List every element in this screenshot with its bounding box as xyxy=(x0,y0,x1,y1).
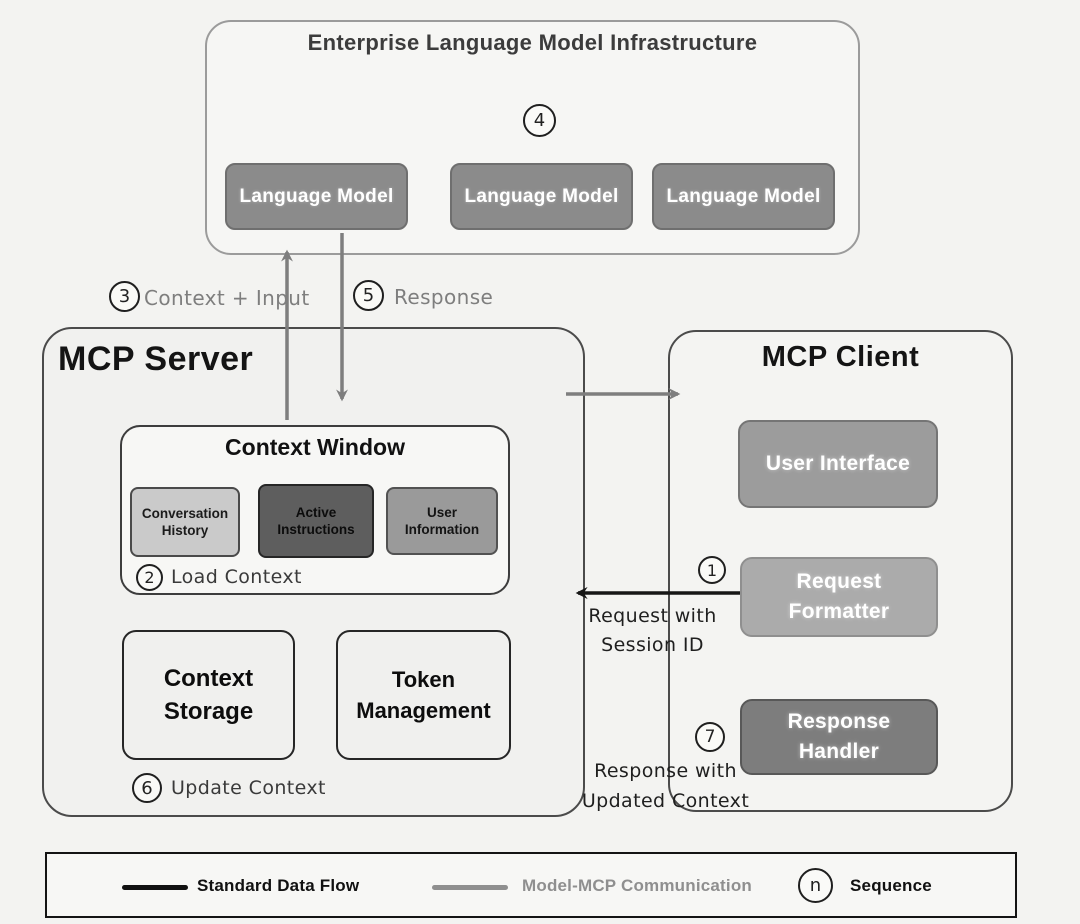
load-context-label: Load Context xyxy=(171,566,302,588)
language-model-box-3: Language Model xyxy=(652,163,835,230)
sequence-badge-3: 3 xyxy=(109,281,140,312)
active-instructions-box: Active Instructions xyxy=(258,484,374,558)
response-updated-label: Response with Updated Context xyxy=(581,760,750,812)
request-formatter-box: Request Formatter xyxy=(740,557,938,637)
legend: Standard Data Flow Model-MCP Communicati… xyxy=(45,852,1017,918)
response-handler-box: Response Handler xyxy=(740,699,938,775)
model-mcp-line-sample xyxy=(432,885,508,890)
sequence-badge-7: 7 xyxy=(695,722,725,752)
response-label: Response xyxy=(394,285,494,309)
standard-flow-line-sample xyxy=(122,885,188,890)
sequence-circle-sample: n xyxy=(798,868,833,903)
mcp-server-title: MCP Server xyxy=(58,340,254,378)
language-model-box-1: Language Model xyxy=(225,163,408,230)
standard-flow-label: Standard Data Flow xyxy=(197,876,360,895)
user-information-box: User Information xyxy=(386,487,498,555)
sequence-badge-2: 2 xyxy=(136,564,163,591)
request-session-label: Request with Session ID xyxy=(588,605,717,656)
sequence-label: Sequence xyxy=(850,876,932,895)
sequence-badge-5: 5 xyxy=(353,280,384,311)
conversation-history-box: Conversation History xyxy=(130,487,240,557)
update-context-label: Update Context xyxy=(171,777,326,799)
sequence-badge-4: 4 xyxy=(523,104,556,137)
language-model-box-2: Language Model xyxy=(450,163,633,230)
context-storage-box: Context Storage xyxy=(122,630,295,760)
context-input-label: Context + Input xyxy=(144,286,310,310)
mcp-client-title: MCP Client xyxy=(761,341,920,373)
model-mcp-label: Model-MCP Communication xyxy=(522,876,753,895)
sequence-badge-1: 1 xyxy=(698,556,726,584)
infrastructure-title: Enterprise Language Model Infrastructure xyxy=(307,30,758,55)
context-window-title: Context Window xyxy=(225,434,405,460)
user-interface-box: User Interface xyxy=(738,420,938,508)
token-management-box: Token Management xyxy=(336,630,511,760)
sequence-badge-6: 6 xyxy=(132,773,162,803)
